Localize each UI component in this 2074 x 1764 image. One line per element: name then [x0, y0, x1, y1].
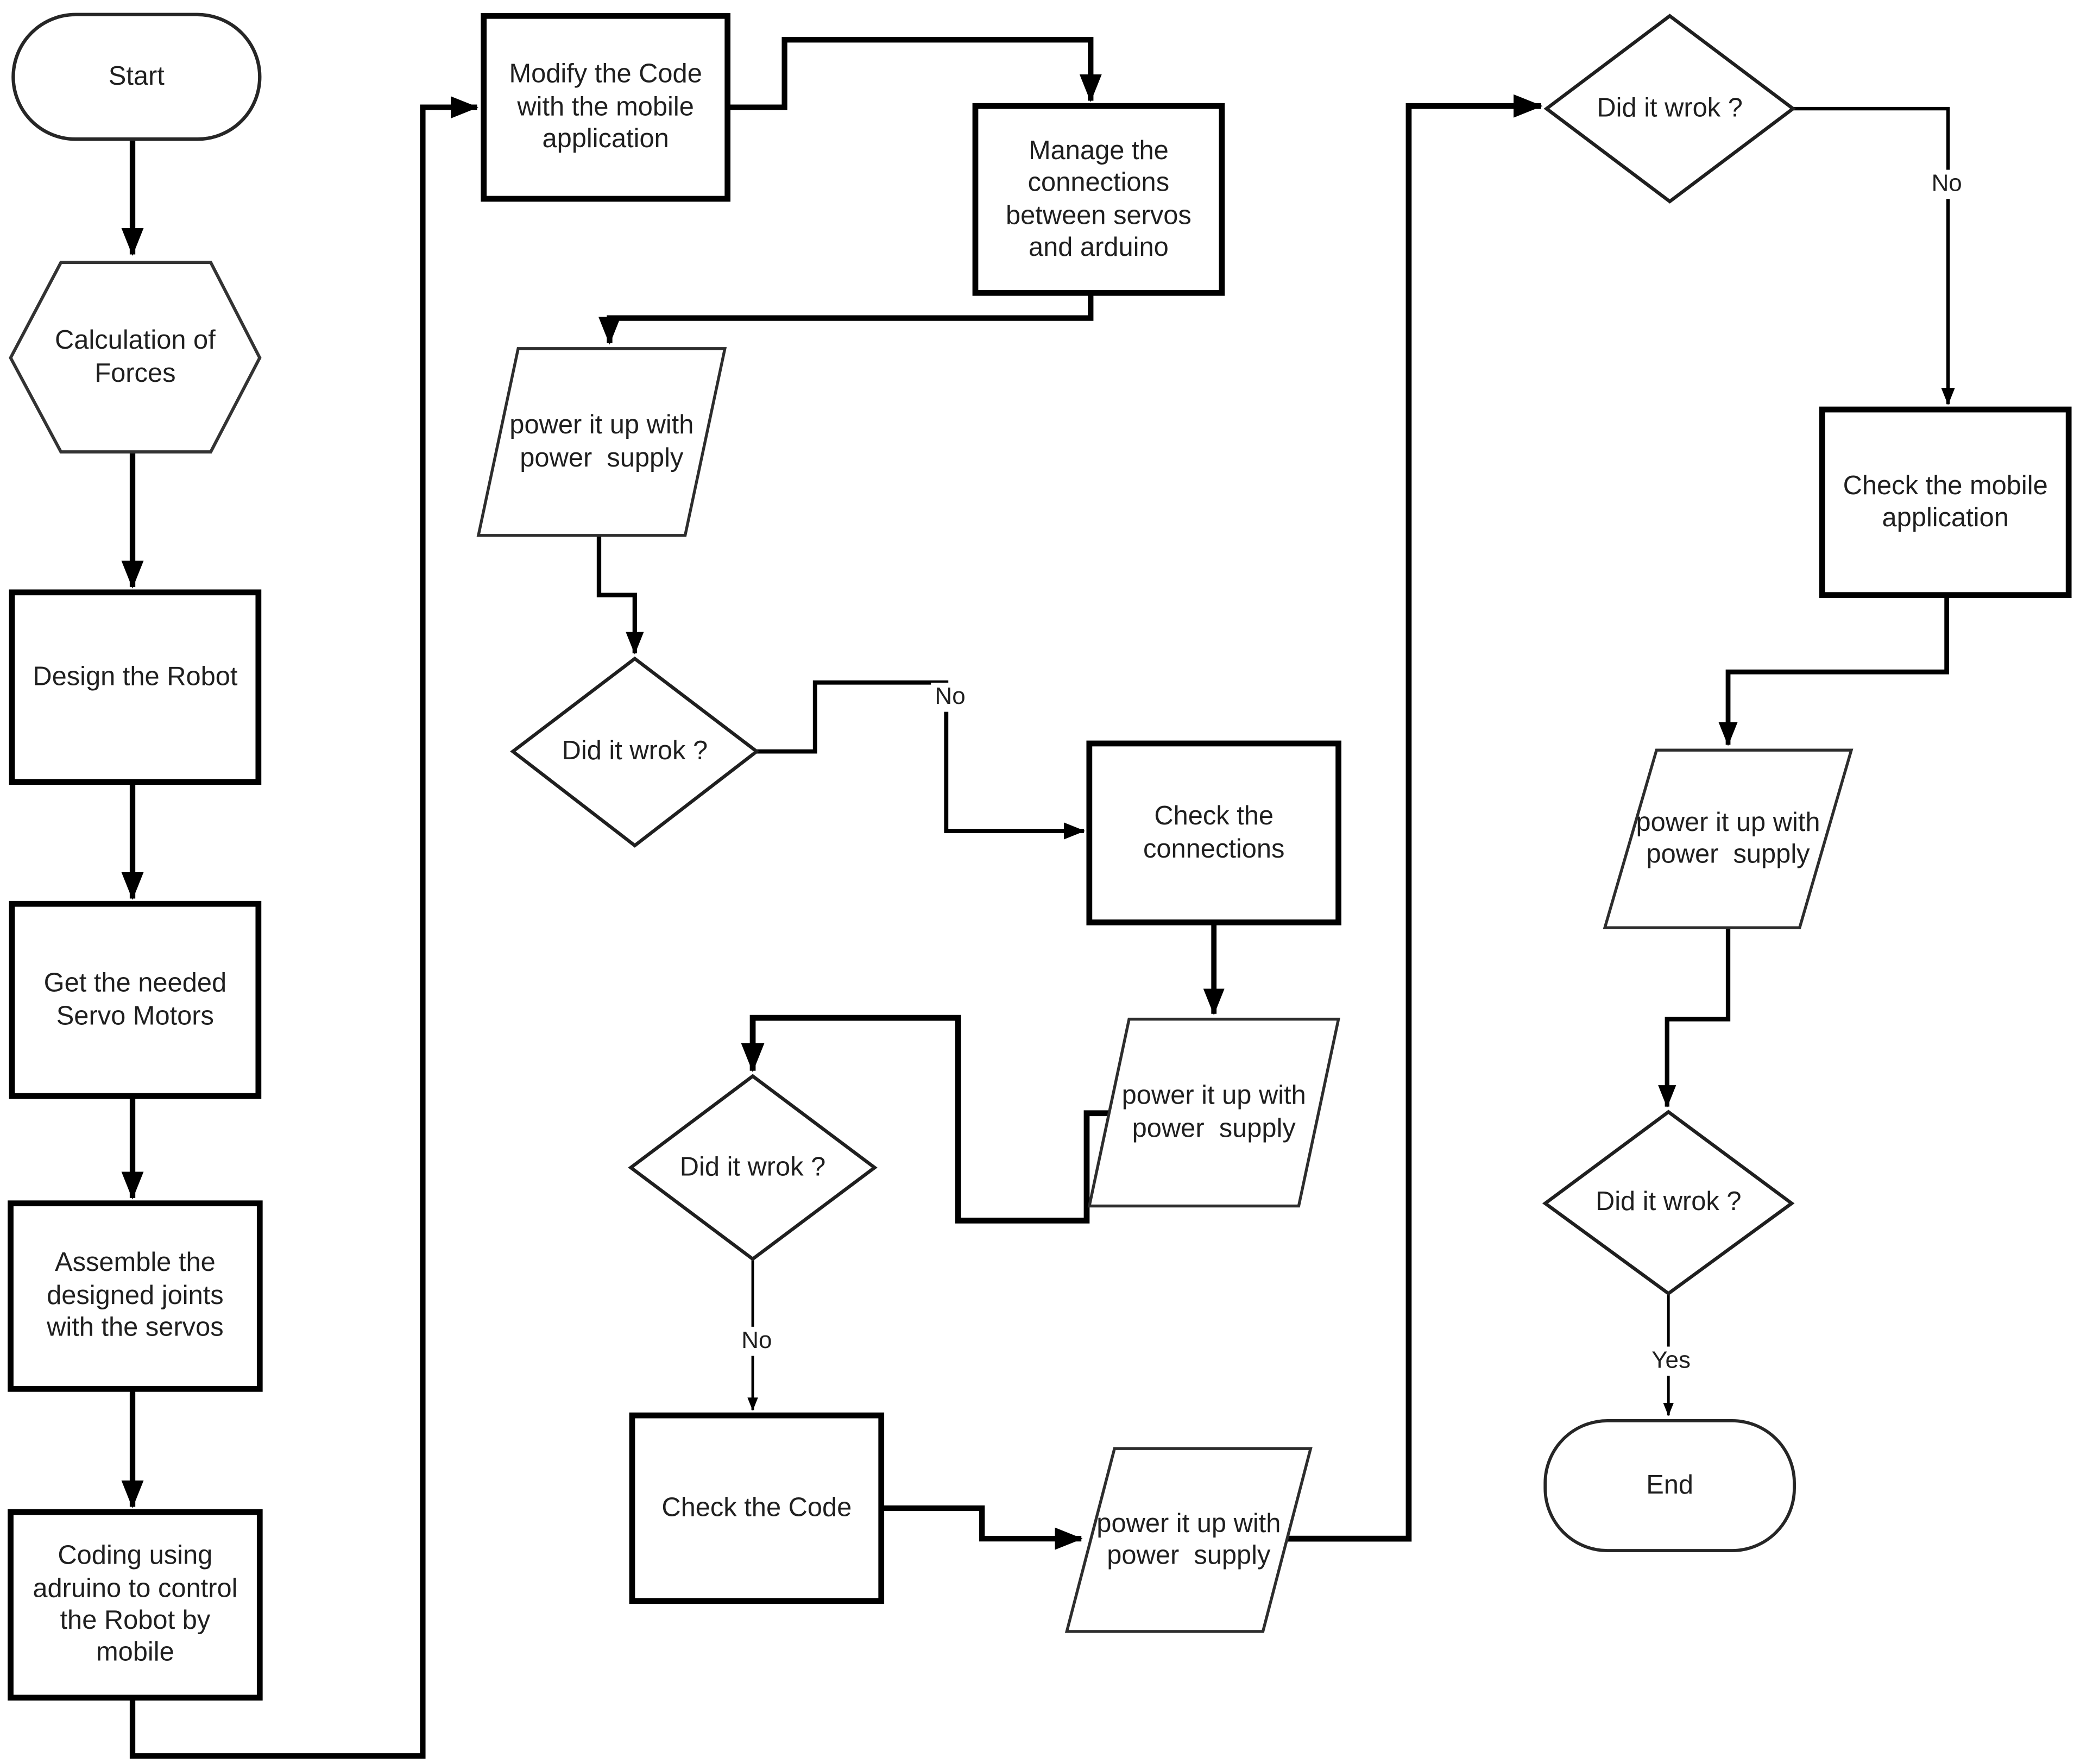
- did-it-work-3-decision-shape: [1543, 14, 1796, 204]
- design-the-robot-process-shape: [9, 589, 262, 785]
- coding-arduino-process-shape: [8, 1509, 263, 1701]
- did-it-work-4-decision-shape: [1542, 1110, 1795, 1296]
- edge-power2-to-work2: [741, 1015, 1110, 1224]
- edge-checkmobile-to-power4: [1718, 595, 1950, 746]
- get-servo-motors-process-shape: [9, 900, 262, 1099]
- check-connections-process-shape: [1086, 740, 1341, 925]
- check-mobile-application-process-shape: [1819, 406, 2072, 598]
- edge-power3-to-work3: [1287, 94, 1543, 1542]
- assemble-joints-process-shape: [8, 1200, 263, 1392]
- power-up-4-parallelogram-shape: [1603, 748, 1854, 929]
- edge-modify-to-manage: [727, 37, 1102, 110]
- power-up-2-parallelogram-shape: [1087, 1017, 1340, 1208]
- edge-work3-no-to-checkmobile: [1793, 106, 1955, 405]
- power-up-3-parallelogram-shape: [1064, 1447, 1313, 1633]
- edge-checkcode-to-power3: [881, 1505, 1083, 1550]
- did-it-work-2-decision-shape: [628, 1074, 878, 1262]
- edge-manage-to-power1: [598, 293, 1094, 345]
- calculation-of-forces-hexagon-shape: [9, 261, 262, 454]
- manage-connections-process-shape: [972, 103, 1225, 296]
- edge-power4-to-work4: [1658, 928, 1731, 1108]
- start-terminator-shape: [11, 12, 262, 141]
- modify-code-process-shape: [481, 12, 731, 202]
- edge-coding-to-modify: [129, 96, 479, 1759]
- check-the-code-process-shape: [629, 1412, 885, 1604]
- edge-power1-to-work1: [596, 535, 644, 655]
- power-up-1-parallelogram-shape: [476, 347, 727, 537]
- edge-work1-no-to-checkconnections: [757, 680, 1086, 840]
- end-terminator-shape: [1543, 1419, 1796, 1552]
- did-it-work-1-decision-shape: [510, 656, 760, 848]
